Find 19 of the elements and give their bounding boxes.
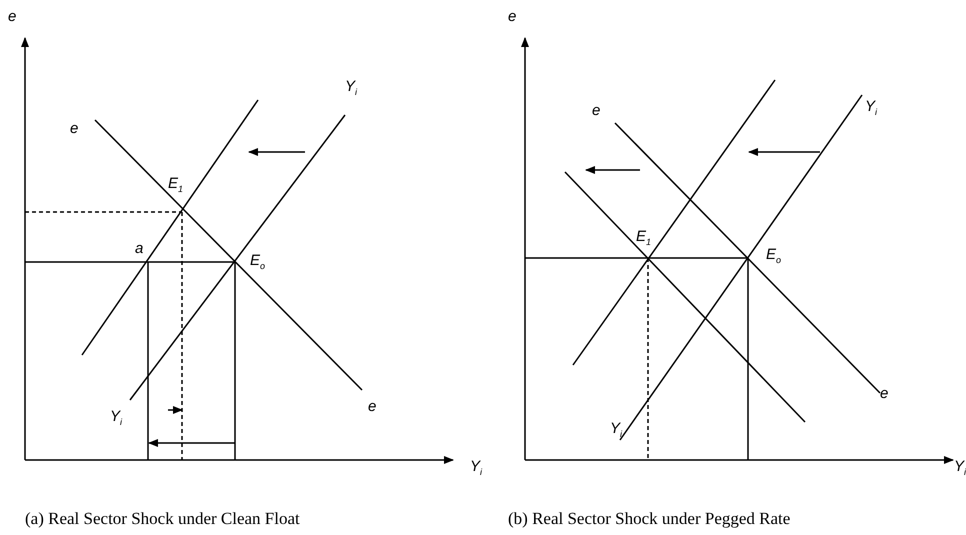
point-label: E$_{1}$ <box>168 175 184 196</box>
caption: (a) Real Sector Shock under Clean Float <box>25 510 300 528</box>
curve-label: e <box>70 120 78 138</box>
point-label: E$_{1}$ <box>636 228 652 249</box>
curve-label: e <box>368 398 376 416</box>
axis-label: e <box>508 8 516 26</box>
point-label: a <box>135 240 144 258</box>
axis-label: Y$_{i}$ <box>470 458 482 479</box>
axis-label: e <box>8 8 16 26</box>
caption: (b) Real Sector Shock under Pegged Rate <box>508 510 790 528</box>
curve-label: Y$_{i}$ <box>610 420 622 441</box>
point-label: E$_{o}$ <box>250 252 266 273</box>
curve-label: Y$_{i}$ <box>110 408 122 429</box>
point-label: E$_{o}$ <box>766 246 782 267</box>
curve-label: Y$_{i}$ <box>865 98 878 119</box>
curve-label: e <box>880 385 888 403</box>
curve-label: Y$_{i}$ <box>345 78 358 99</box>
axis-label: Y$_{i}$ <box>954 458 966 479</box>
curve-label: e <box>592 102 600 120</box>
